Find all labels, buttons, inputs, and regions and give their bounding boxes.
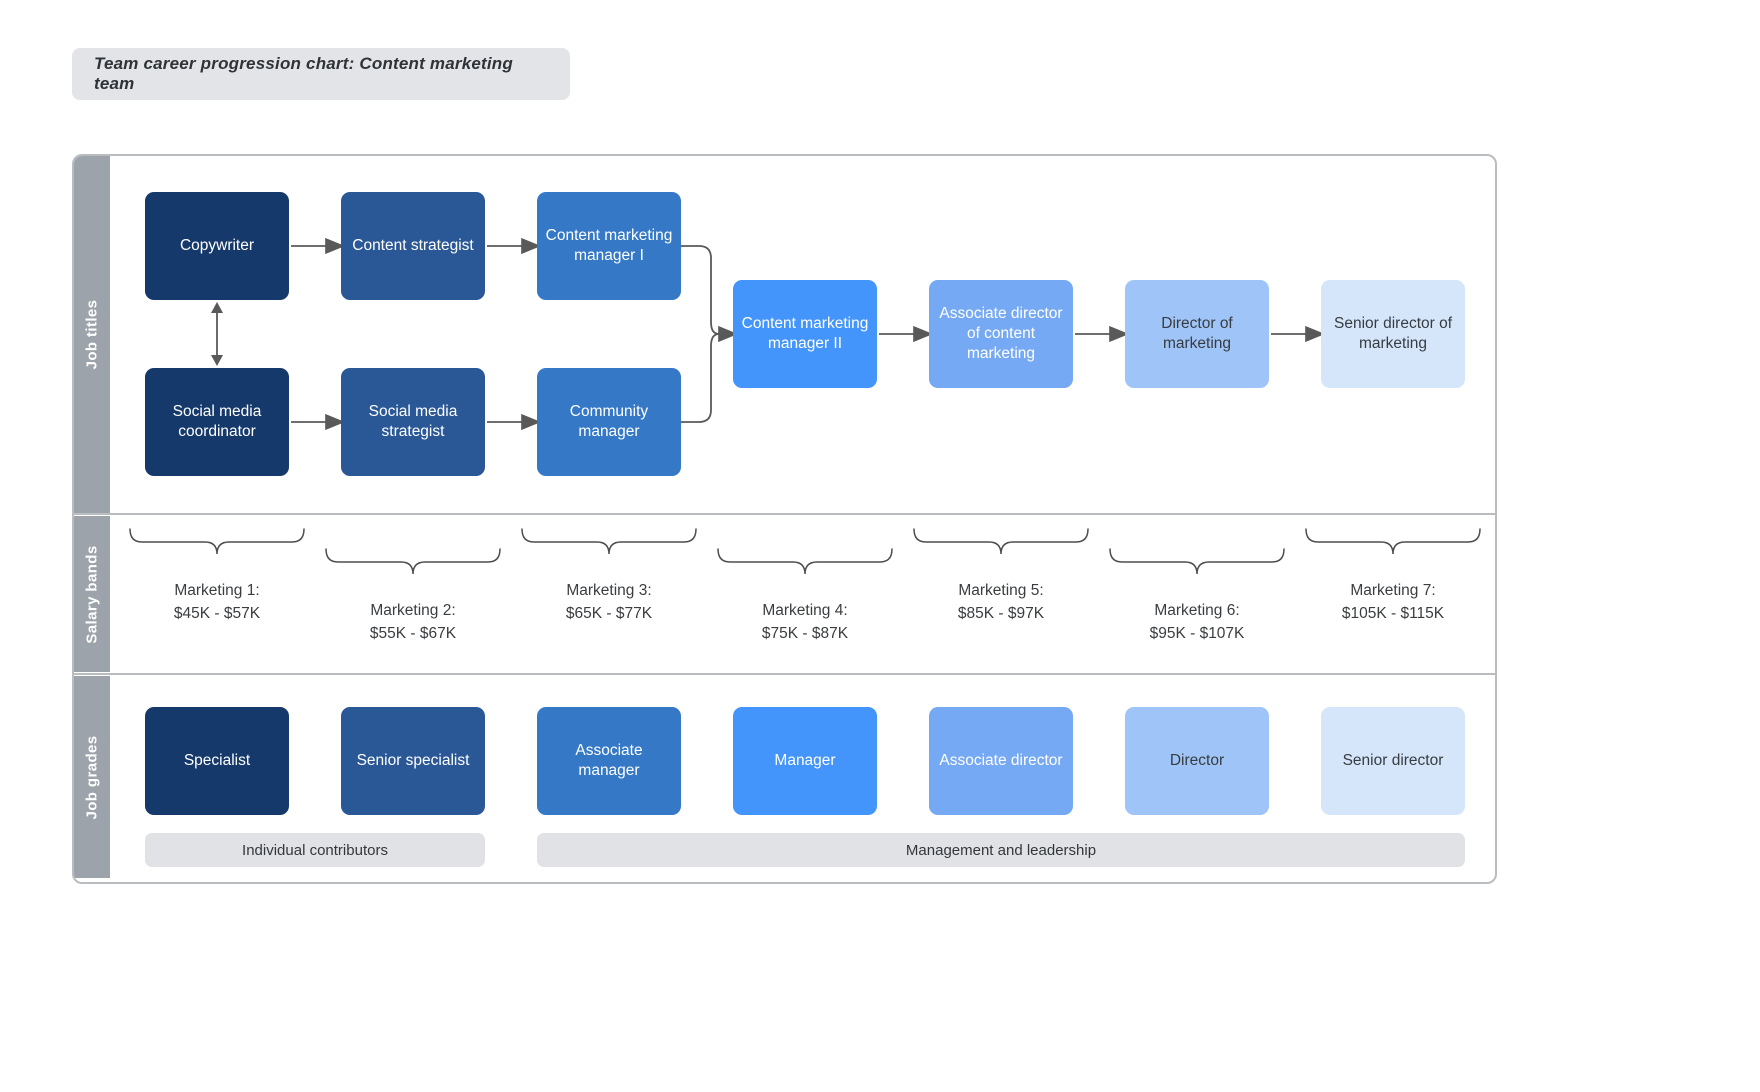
job-title-node: Associate director of content marketing	[929, 280, 1073, 388]
salary-band-name: Marketing 1:	[174, 582, 260, 599]
job-title-node: Community manager	[537, 368, 681, 476]
salary-band-label: Marketing 2: $55K - $67K	[315, 599, 511, 645]
salary-band-range: $85K - $97K	[957, 605, 1045, 622]
merge-curve-from-community-manager	[681, 333, 720, 423]
salary-band-label: Marketing 5: $85K - $97K	[903, 579, 1099, 625]
salary-brace	[521, 528, 697, 555]
chart-title-chip: Team career progression chart: Content m…	[72, 48, 570, 100]
job-grade-node: Senior director	[1321, 707, 1465, 815]
grade-group-band: Management and leadership	[537, 833, 1465, 867]
job-grade-node: Senior specialist	[341, 707, 485, 815]
divider-titles-salary	[74, 513, 1495, 515]
grade-group-band: Individual contributors	[145, 833, 485, 867]
salary-brace	[325, 548, 501, 575]
salary-band-name: Marketing 2:	[370, 602, 456, 619]
salary-band-label: Marketing 1: $45K - $57K	[119, 579, 315, 625]
job-title-node: Social media strategist	[341, 368, 485, 476]
salary-bands-row: Marketing 1: $45K - $57K Marketing 2: $55K …	[74, 513, 1495, 673]
job-title-node: Social media coordinator	[145, 368, 289, 476]
job-title-node: Content marketing manager I	[537, 192, 681, 300]
job-title-node: Content marketing manager II	[733, 280, 877, 388]
salary-band-label: Marketing 6: $95K - $107K	[1099, 599, 1295, 645]
double-arrowhead-down	[211, 355, 223, 366]
job-title-node: Copywriter	[145, 192, 289, 300]
double-arrowhead-up	[211, 302, 223, 313]
job-grade-node: Manager	[733, 707, 877, 815]
salary-band-name: Marketing 3:	[566, 582, 652, 599]
salary-band-label: Marketing 7: $105K - $115K	[1295, 579, 1491, 625]
salary-brace	[129, 528, 305, 555]
job-grade-node: Director	[1125, 707, 1269, 815]
section-band-salary-bands: Salary bands	[74, 516, 110, 672]
salary-band-name: Marketing 5:	[958, 582, 1044, 599]
job-title-node: Content strategist	[341, 192, 485, 300]
job-grade-node: Associate director	[929, 707, 1073, 815]
job-title-node: Senior director of marketing	[1321, 280, 1465, 388]
chart-title: Team career progression chart: Content m…	[94, 54, 513, 93]
salary-brace	[913, 528, 1089, 555]
salary-band-range: $95K - $107K	[1149, 625, 1245, 642]
salary-band-range: $105K - $115K	[1341, 605, 1445, 622]
salary-band-range: $55K - $67K	[369, 625, 457, 642]
salary-band-name: Marketing 7:	[1350, 582, 1436, 599]
grade-group-label: Management and leadership	[905, 841, 1097, 859]
job-grade-node: Specialist	[145, 707, 289, 815]
section-band-job-grades: Job grades	[74, 676, 110, 878]
salary-band-range: $45K - $57K	[173, 605, 261, 622]
job-title-node: Director of marketing	[1125, 280, 1269, 388]
grade-group-label: Individual contributors	[242, 841, 388, 859]
salary-band-label: Marketing 3: $65K - $77K	[511, 579, 707, 625]
job-grades-row: Specialist Senior specialist Associate man…	[74, 673, 1495, 882]
divider-salary-grades	[74, 673, 1495, 675]
salary-brace	[717, 548, 893, 575]
job-grade-node: Associate manager	[537, 707, 681, 815]
chart-container: Job titles Salary bands Job grades	[72, 154, 1497, 884]
salary-band-label: Marketing 4: $75K - $87K	[707, 599, 903, 645]
merge-curve-from-cmm1	[681, 245, 738, 343]
salary-band-range: $65K - $77K	[565, 605, 653, 622]
salary-brace	[1305, 528, 1481, 555]
salary-band-name: Marketing 6:	[1154, 602, 1240, 619]
salary-brace	[1109, 548, 1285, 575]
section-band-job-titles: Job titles	[74, 156, 110, 513]
salary-band-range: $75K - $87K	[761, 625, 849, 642]
salary-band-name: Marketing 4:	[762, 602, 848, 619]
